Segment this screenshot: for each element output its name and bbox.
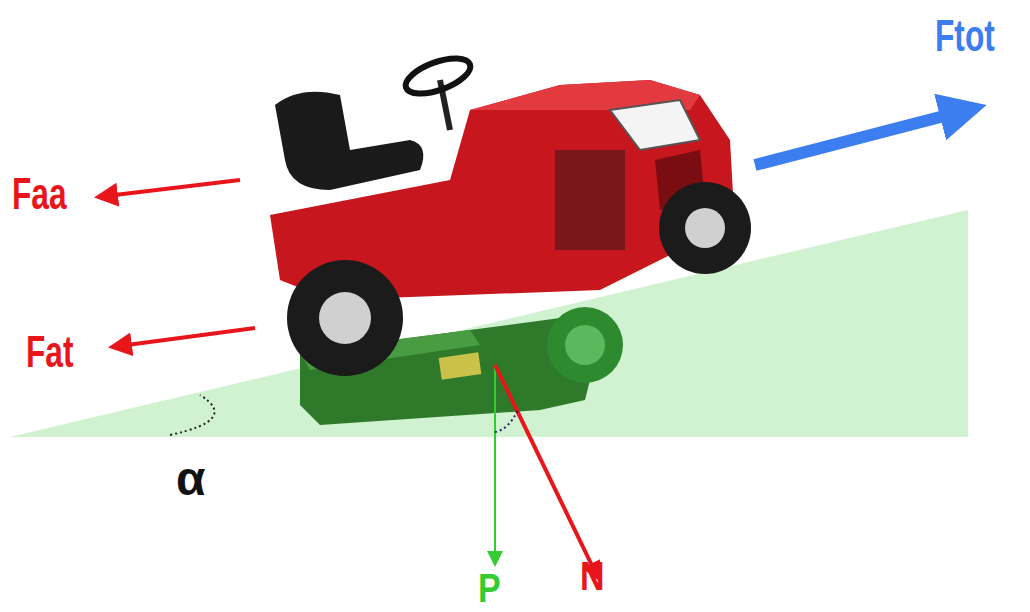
- deck-badge: [439, 352, 482, 379]
- angle-arc: [170, 395, 215, 435]
- rear-wheel: [287, 260, 403, 376]
- deck-wheel: [547, 307, 623, 383]
- ftot-arrow: [755, 108, 975, 165]
- seat: [275, 92, 423, 190]
- front-wheel: [659, 182, 751, 274]
- front-hub: [685, 208, 725, 248]
- force-label: Fat: [26, 330, 74, 374]
- rear-hub: [319, 292, 371, 344]
- fat-arrow: [112, 328, 255, 347]
- normal-arrow: [495, 365, 598, 578]
- force-label: Ftot: [935, 14, 995, 58]
- force-label: Faa: [12, 172, 67, 216]
- faa-arrow: [98, 180, 240, 197]
- force-label: N: [580, 556, 605, 596]
- angle-label: α: [176, 455, 206, 503]
- engine: [555, 150, 625, 250]
- force-label: P: [478, 568, 501, 608]
- angle-arc-small: [495, 410, 518, 432]
- weight-arrow: [494, 365, 496, 565]
- steering-wheel: [401, 51, 474, 101]
- deck-wheel-hub: [565, 325, 605, 365]
- headlight: [610, 100, 700, 150]
